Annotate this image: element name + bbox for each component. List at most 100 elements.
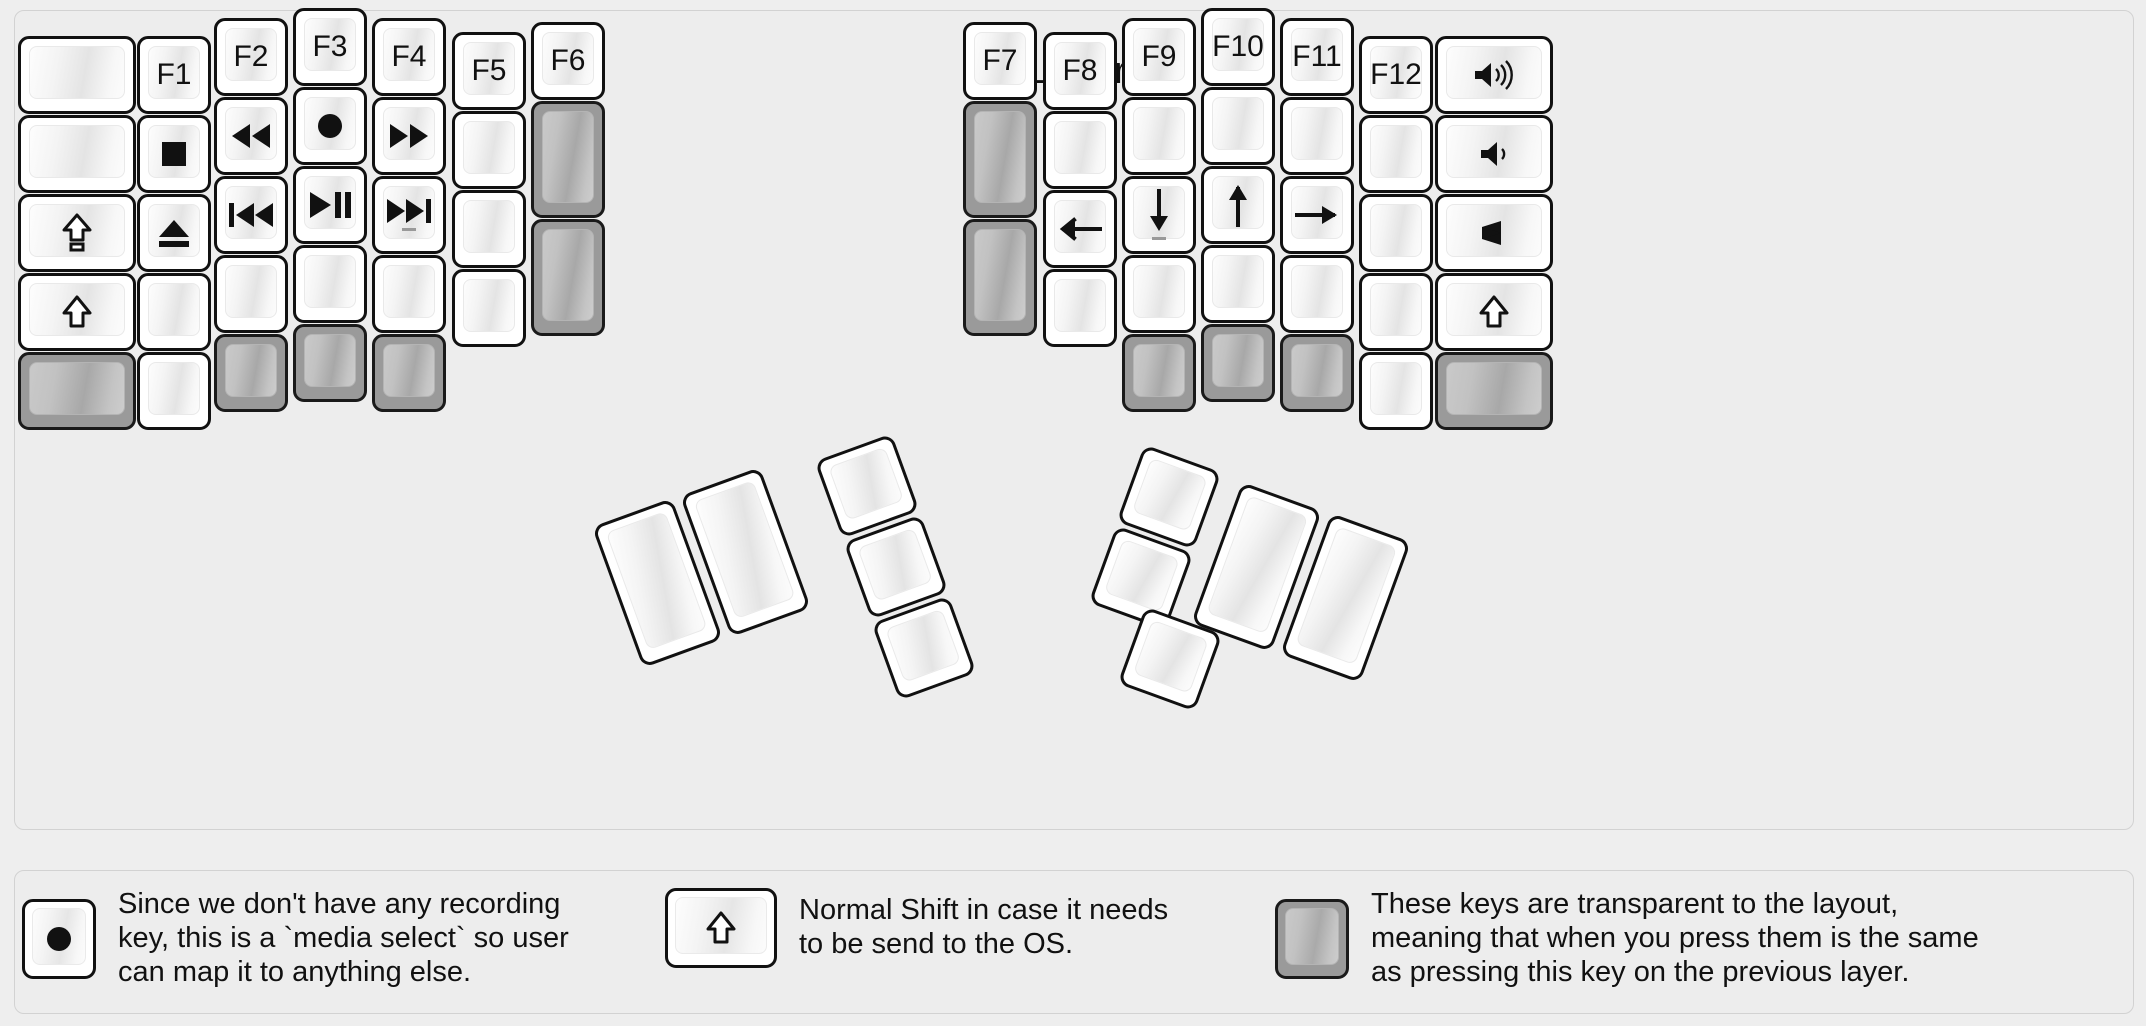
key-right-column-index-1[interactable] [1122, 97, 1196, 175]
key-right-column-index-inner-3[interactable] [1043, 269, 1117, 347]
key-right-column-pinky-1[interactable] [1359, 115, 1433, 193]
key-right-column-middle-2[interactable] [1201, 166, 1275, 244]
key-left-column-middle-1[interactable] [293, 87, 367, 165]
key-left-column-index-inner-1[interactable] [452, 111, 526, 189]
key-left-column-pinky-outer-0[interactable] [18, 36, 136, 114]
key-left-column-ring-4[interactable] [214, 334, 288, 412]
keycap-face [1132, 619, 1209, 694]
keycap-face [148, 204, 200, 257]
key-right-column-middle-3[interactable] [1201, 245, 1275, 323]
key-left-column-index-4[interactable] [372, 334, 446, 412]
key-left-column-pinky-2[interactable] [137, 194, 211, 272]
keycap-face [1446, 204, 1542, 257]
keycap-face [1212, 97, 1264, 150]
key-left-column-ring-0[interactable]: F2 [214, 18, 288, 96]
legend-sample-key-2 [1275, 898, 1349, 979]
key-right-column-index-0[interactable]: F9 [1122, 18, 1196, 96]
keycap-face [1291, 186, 1343, 239]
key-right-column-pinky-0[interactable]: F12 [1359, 36, 1433, 114]
keycap-face [1370, 204, 1422, 257]
keycap-face [1370, 362, 1422, 415]
keycap-face [1291, 28, 1343, 81]
keycap-face [225, 28, 277, 81]
keycap-face [1133, 265, 1185, 318]
keycap-face [304, 176, 356, 229]
key-left-column-middle-0[interactable]: F3 [293, 8, 367, 86]
keycap-face [1291, 265, 1343, 318]
legend-sample-key-0 [22, 898, 96, 979]
key-left-column-pinky-outer-3[interactable] [18, 273, 136, 351]
key-right-column-inner-2[interactable] [963, 219, 1037, 336]
key-right-column-ring-0[interactable]: F11 [1280, 18, 1354, 96]
key-left-column-index-2[interactable] [372, 176, 446, 254]
key-left-column-ring-1[interactable] [214, 97, 288, 175]
key-right-column-index-inner-0[interactable]: F8 [1043, 32, 1117, 110]
key-left-column-pinky-outer-1[interactable] [18, 115, 136, 193]
legend-description-0: Since we don't have any recording key, t… [118, 888, 569, 988]
key-right-column-index-2[interactable] [1122, 176, 1196, 254]
key-right-column-ring-1[interactable] [1280, 97, 1354, 175]
key-right-column-index-inner-1[interactable] [1043, 111, 1117, 189]
key-left-column-index-3[interactable] [372, 255, 446, 333]
key-left-column-index-0[interactable]: F4 [372, 18, 446, 96]
key-left-column-middle-4[interactable] [293, 324, 367, 402]
key-right-column-ring-3[interactable] [1280, 255, 1354, 333]
key-left-column-index-inner-0[interactable]: F5 [452, 32, 526, 110]
key-right-column-pinky-4[interactable] [1359, 352, 1433, 430]
keycap-face [29, 46, 125, 99]
key-right-column-pinky-outer-0[interactable] [1435, 36, 1553, 114]
key-left-column-inner-2[interactable] [531, 219, 605, 336]
keycap-face [29, 362, 125, 415]
keycap-face [857, 527, 934, 602]
keycap-face [29, 125, 125, 178]
key-left-column-pinky-outer-4[interactable] [18, 352, 136, 430]
key-left-column-middle-3[interactable] [293, 245, 367, 323]
keycap-face [463, 121, 515, 174]
key-left-column-pinky-4[interactable] [137, 352, 211, 430]
key-left-column-ring-2[interactable] [214, 176, 288, 254]
key-left-column-inner-1[interactable] [531, 101, 605, 218]
keycap-face [1133, 28, 1185, 81]
keycap-face [1133, 186, 1185, 239]
keycap-face [463, 279, 515, 332]
keycap-face [885, 608, 962, 683]
key-right-column-inner-1[interactable] [963, 101, 1037, 218]
key-left-column-inner-0[interactable]: F6 [531, 22, 605, 100]
legend-item-2: These keys are transparent to the layout… [1275, 888, 1979, 990]
keycap-face [383, 186, 435, 239]
key-left-column-index-1[interactable] [372, 97, 446, 175]
key-right-column-pinky-outer-4[interactable] [1435, 352, 1553, 430]
keycap-face [1212, 176, 1264, 229]
keycap-face [974, 229, 1026, 321]
key-right-column-index-4[interactable] [1122, 334, 1196, 412]
keycap-face [383, 344, 435, 397]
key-left-column-pinky-outer-2[interactable] [18, 194, 136, 272]
key-right-column-inner-0[interactable]: F7 [963, 22, 1037, 100]
key-right-column-middle-0[interactable]: F10 [1201, 8, 1275, 86]
key-left-column-middle-2[interactable] [293, 166, 367, 244]
keycap-face [1370, 125, 1422, 178]
key-right-column-pinky-outer-2[interactable] [1435, 194, 1553, 272]
key-left-column-pinky-3[interactable] [137, 273, 211, 351]
key-right-column-index-3[interactable] [1122, 255, 1196, 333]
key-right-column-pinky-outer-3[interactable] [1435, 273, 1553, 351]
keycap-face [463, 42, 515, 95]
key-left-column-ring-3[interactable] [214, 255, 288, 333]
key-right-column-middle-4[interactable] [1201, 324, 1275, 402]
key-right-column-index-inner-2[interactable] [1043, 190, 1117, 268]
key-right-column-middle-1[interactable] [1201, 87, 1275, 165]
keycap-face [225, 186, 277, 239]
key-left-column-pinky-0[interactable]: F1 [137, 36, 211, 114]
keycap-face [1212, 255, 1264, 308]
key-right-column-ring-4[interactable] [1280, 334, 1354, 412]
key-right-column-pinky-3[interactable] [1359, 273, 1433, 351]
key-left-column-index-inner-2[interactable] [452, 190, 526, 268]
key-left-column-pinky-1[interactable] [137, 115, 211, 193]
keycap-face [974, 32, 1026, 85]
key-left-column-index-inner-3[interactable] [452, 269, 526, 347]
keycap-face [148, 283, 200, 336]
key-right-column-ring-2[interactable] [1280, 176, 1354, 254]
key-right-column-pinky-outer-1[interactable] [1435, 115, 1553, 193]
key-right-column-pinky-2[interactable] [1359, 194, 1433, 272]
keycap-face [1131, 457, 1208, 532]
